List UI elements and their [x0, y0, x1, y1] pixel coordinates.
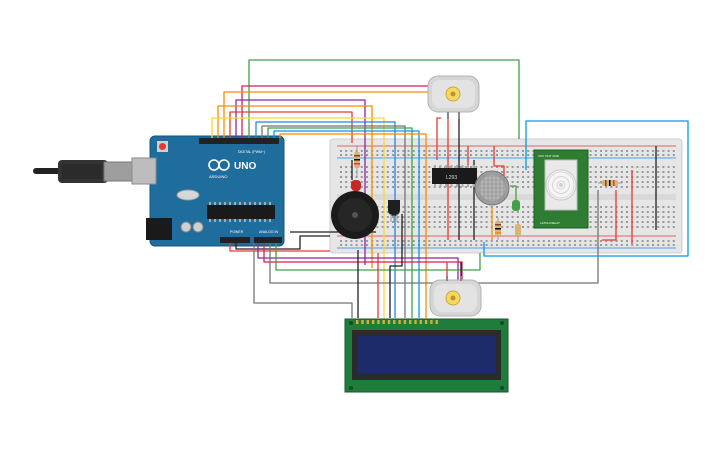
wire-green-gas	[510, 185, 517, 206]
resistor-left[interactable]	[354, 146, 360, 176]
wire-orange-2	[217, 105, 373, 268]
pir-sensor[interactable]: VCC OUT GND LATCH DELAY	[533, 149, 589, 229]
wire-gray-1	[261, 125, 406, 318]
wire-red-right	[602, 190, 617, 241]
reset-button[interactable]	[159, 143, 166, 150]
wire-blue-1	[255, 121, 396, 318]
gas-sensor[interactable]	[474, 170, 510, 206]
led-green[interactable]	[512, 200, 520, 211]
resistor-middle[interactable]	[495, 218, 501, 240]
wire-cyan-pir	[483, 120, 689, 257]
arduino-model-label: UNO	[234, 161, 256, 172]
pir-top-label: VCC OUT GND	[538, 154, 560, 158]
wire-gray-lcd	[253, 243, 353, 318]
wire-orange-3	[279, 133, 427, 318]
motor-driver-ic[interactable]: L293	[432, 165, 477, 187]
wire-cyan-1	[273, 130, 420, 318]
wire-black-gnd	[235, 235, 330, 250]
wire-purple-1	[235, 99, 366, 265]
arduino-digital-label: DIGITAL (PWM~)	[238, 150, 265, 154]
wire-magenta-bottom	[263, 243, 463, 281]
wire-red-motor-2	[436, 117, 441, 160]
wire-orange-motor	[223, 91, 431, 138]
piezo-buzzer[interactable]	[331, 191, 379, 239]
resistor-small[interactable]	[515, 222, 521, 240]
wire-red-power	[229, 243, 330, 252]
motor-driver-label: L293	[446, 175, 457, 181]
arduino-brand-label: ARDUINO	[209, 174, 227, 179]
transistor[interactable]	[388, 200, 400, 222]
usb-cable	[33, 160, 133, 183]
wire-green-top	[248, 59, 520, 139]
lcd-16x2[interactable]	[344, 318, 509, 393]
wire-yellow-1	[211, 117, 385, 318]
arduino-uno-board[interactable]: UNO ARDUINO DIGITAL (PWM~) POWER ANALOG …	[131, 135, 285, 247]
wire-green-2	[267, 127, 413, 318]
resistor-right[interactable]	[598, 180, 622, 186]
wire-black-lcd-2	[389, 214, 403, 318]
pir-bottom-label: LATCH DELAY	[540, 221, 560, 225]
dc-motor-bottom[interactable]	[429, 276, 482, 317]
wire-magenta-motor	[241, 85, 431, 138]
pir-dome-icon	[545, 169, 577, 201]
arduino-power-label: POWER	[230, 230, 244, 234]
arduino-logo-icon	[208, 159, 230, 171]
arduino-analog-label: ANALOG IN	[259, 230, 279, 234]
dc-motor-top[interactable]	[427, 75, 480, 119]
